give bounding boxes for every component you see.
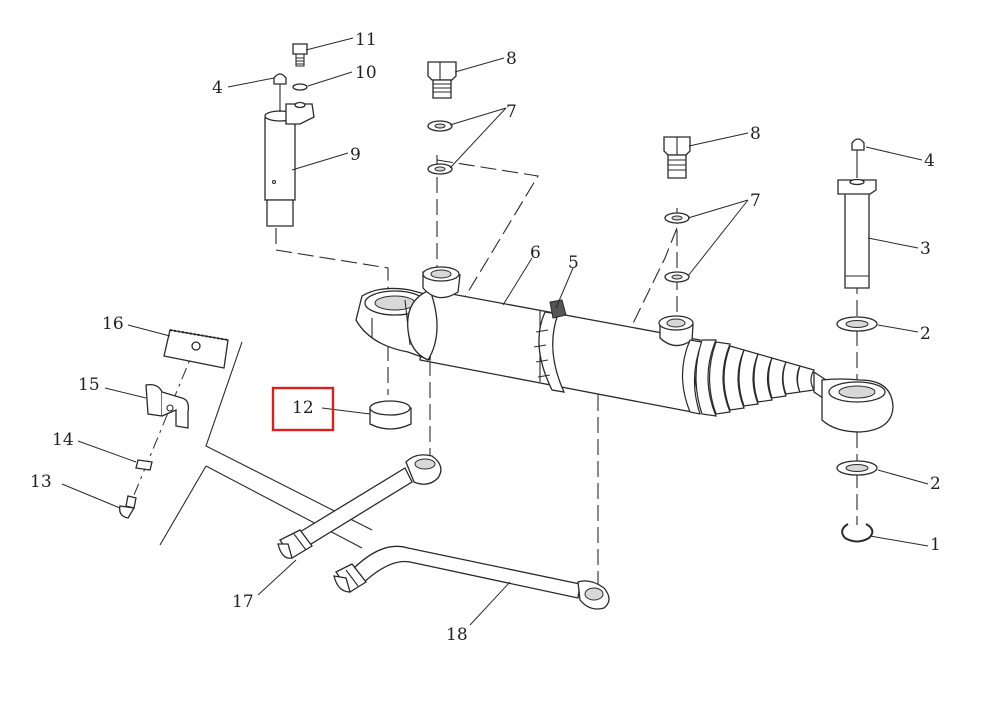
- banjo-bolt-right: [663, 136, 691, 179]
- washer-2-upper: [836, 316, 878, 332]
- cylinder-body: [355, 266, 701, 413]
- callout-17: 17: [232, 592, 254, 612]
- callout-4-right: 4: [924, 151, 935, 171]
- label-plate-16: [163, 329, 229, 369]
- callout-2-upper: 2: [920, 324, 931, 344]
- callout-18: 18: [446, 625, 468, 645]
- grease-fitting-right: [851, 138, 865, 178]
- callout-leaders: [61, 37, 929, 626]
- washer-10: [292, 83, 308, 91]
- callout-14: 14: [52, 430, 74, 450]
- bolt-11: [292, 43, 308, 67]
- callout-2-lower: 2: [930, 474, 941, 494]
- callout-7-right: 7: [750, 191, 761, 211]
- section-break-lines: [159, 341, 373, 549]
- callout-13: 13: [30, 472, 52, 492]
- callout-15: 15: [78, 375, 100, 395]
- hydraulic-line-17: [277, 454, 442, 559]
- lock-washer-14: [135, 459, 153, 471]
- callout-16: 16: [102, 314, 124, 334]
- callout-11: 11: [355, 30, 377, 50]
- callout-numbers: 11 10 4 8 7 9 6 5 8 7 4 3 2 2 1 12 16 15…: [30, 30, 941, 645]
- callout-6: 6: [530, 243, 541, 263]
- banjo-bolt-left: [427, 61, 457, 99]
- callout-9: 9: [350, 145, 361, 165]
- callout-7-left: 7: [506, 102, 517, 122]
- callout-12: 12: [292, 398, 314, 418]
- bracket-15: [145, 384, 190, 429]
- highlight-box-12: [271, 386, 335, 432]
- washer-2-lower: [836, 460, 878, 476]
- grease-fitting-left: [273, 73, 287, 112]
- callout-3: 3: [920, 239, 931, 259]
- callout-5: 5: [568, 253, 579, 273]
- spacer-bushing: [369, 400, 412, 430]
- pivot-pin-3: [837, 178, 877, 289]
- hose-clamp: [533, 299, 567, 393]
- rod-end-eye: [821, 378, 894, 433]
- callout-8-right: 8: [750, 124, 761, 144]
- screw-13: [119, 495, 137, 519]
- hydraulic-line-18: [333, 545, 610, 610]
- circlip-1: [841, 523, 874, 543]
- pivot-pin-9: [264, 101, 315, 227]
- callout-8-left: 8: [506, 49, 517, 69]
- sealing-washers-7: [427, 120, 690, 283]
- callout-4-left: 4: [212, 78, 223, 98]
- callout-1: 1: [930, 535, 941, 555]
- callout-10: 10: [355, 63, 377, 83]
- rubber-boot: [681, 339, 827, 417]
